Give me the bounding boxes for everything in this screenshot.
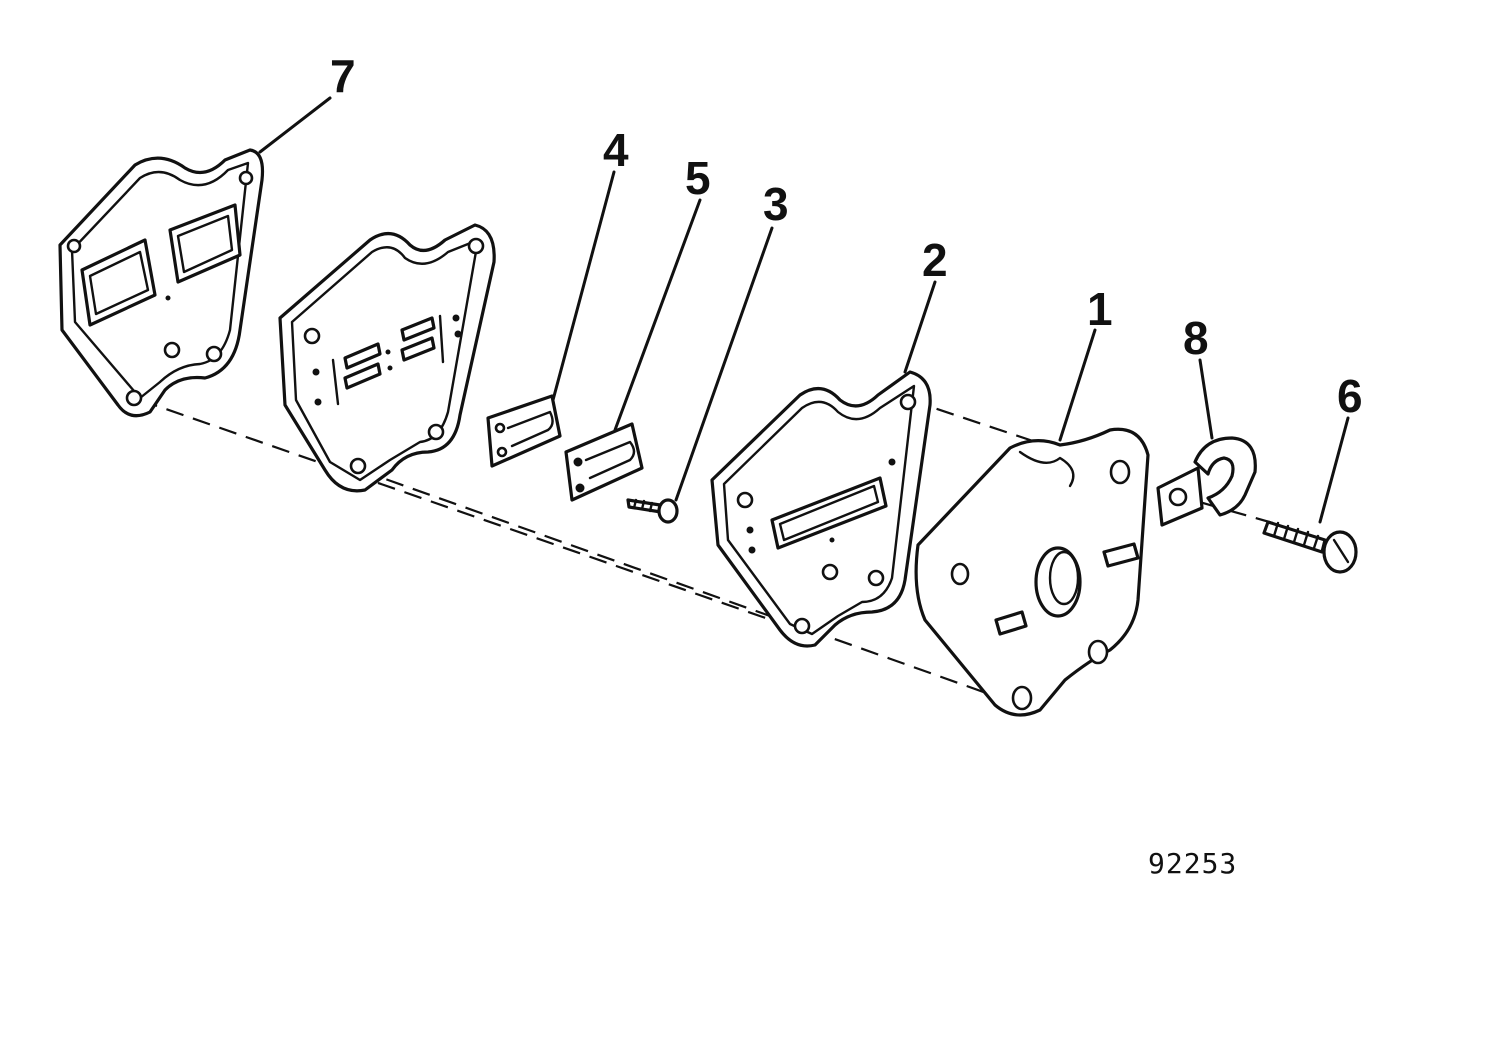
part-7-gasket <box>58 148 265 418</box>
callout-6: 6 <box>1337 370 1363 422</box>
callout-7: 7 <box>330 50 356 102</box>
reed-plate <box>278 223 496 493</box>
callout-4: 4 <box>603 124 629 176</box>
callout-1: 1 <box>1087 283 1113 335</box>
part-6-screw <box>1262 520 1358 574</box>
callout-2: 2 <box>922 234 948 286</box>
callout-5: 5 <box>685 152 711 204</box>
callout-3: 3 <box>763 178 789 230</box>
figure-number: 92253 <box>1148 847 1237 880</box>
part-1-reed-block <box>914 427 1150 717</box>
part-5-reed <box>564 422 644 502</box>
part-2-gasket <box>710 370 932 648</box>
part-3-screw <box>626 498 679 524</box>
callout-8: 8 <box>1183 312 1209 364</box>
callout-labels: 7 4 5 3 2 1 8 6 <box>330 50 1363 422</box>
part-8-clamp <box>1156 436 1257 527</box>
leader-lines <box>258 96 1350 524</box>
part-4-reed-stop <box>486 394 562 468</box>
